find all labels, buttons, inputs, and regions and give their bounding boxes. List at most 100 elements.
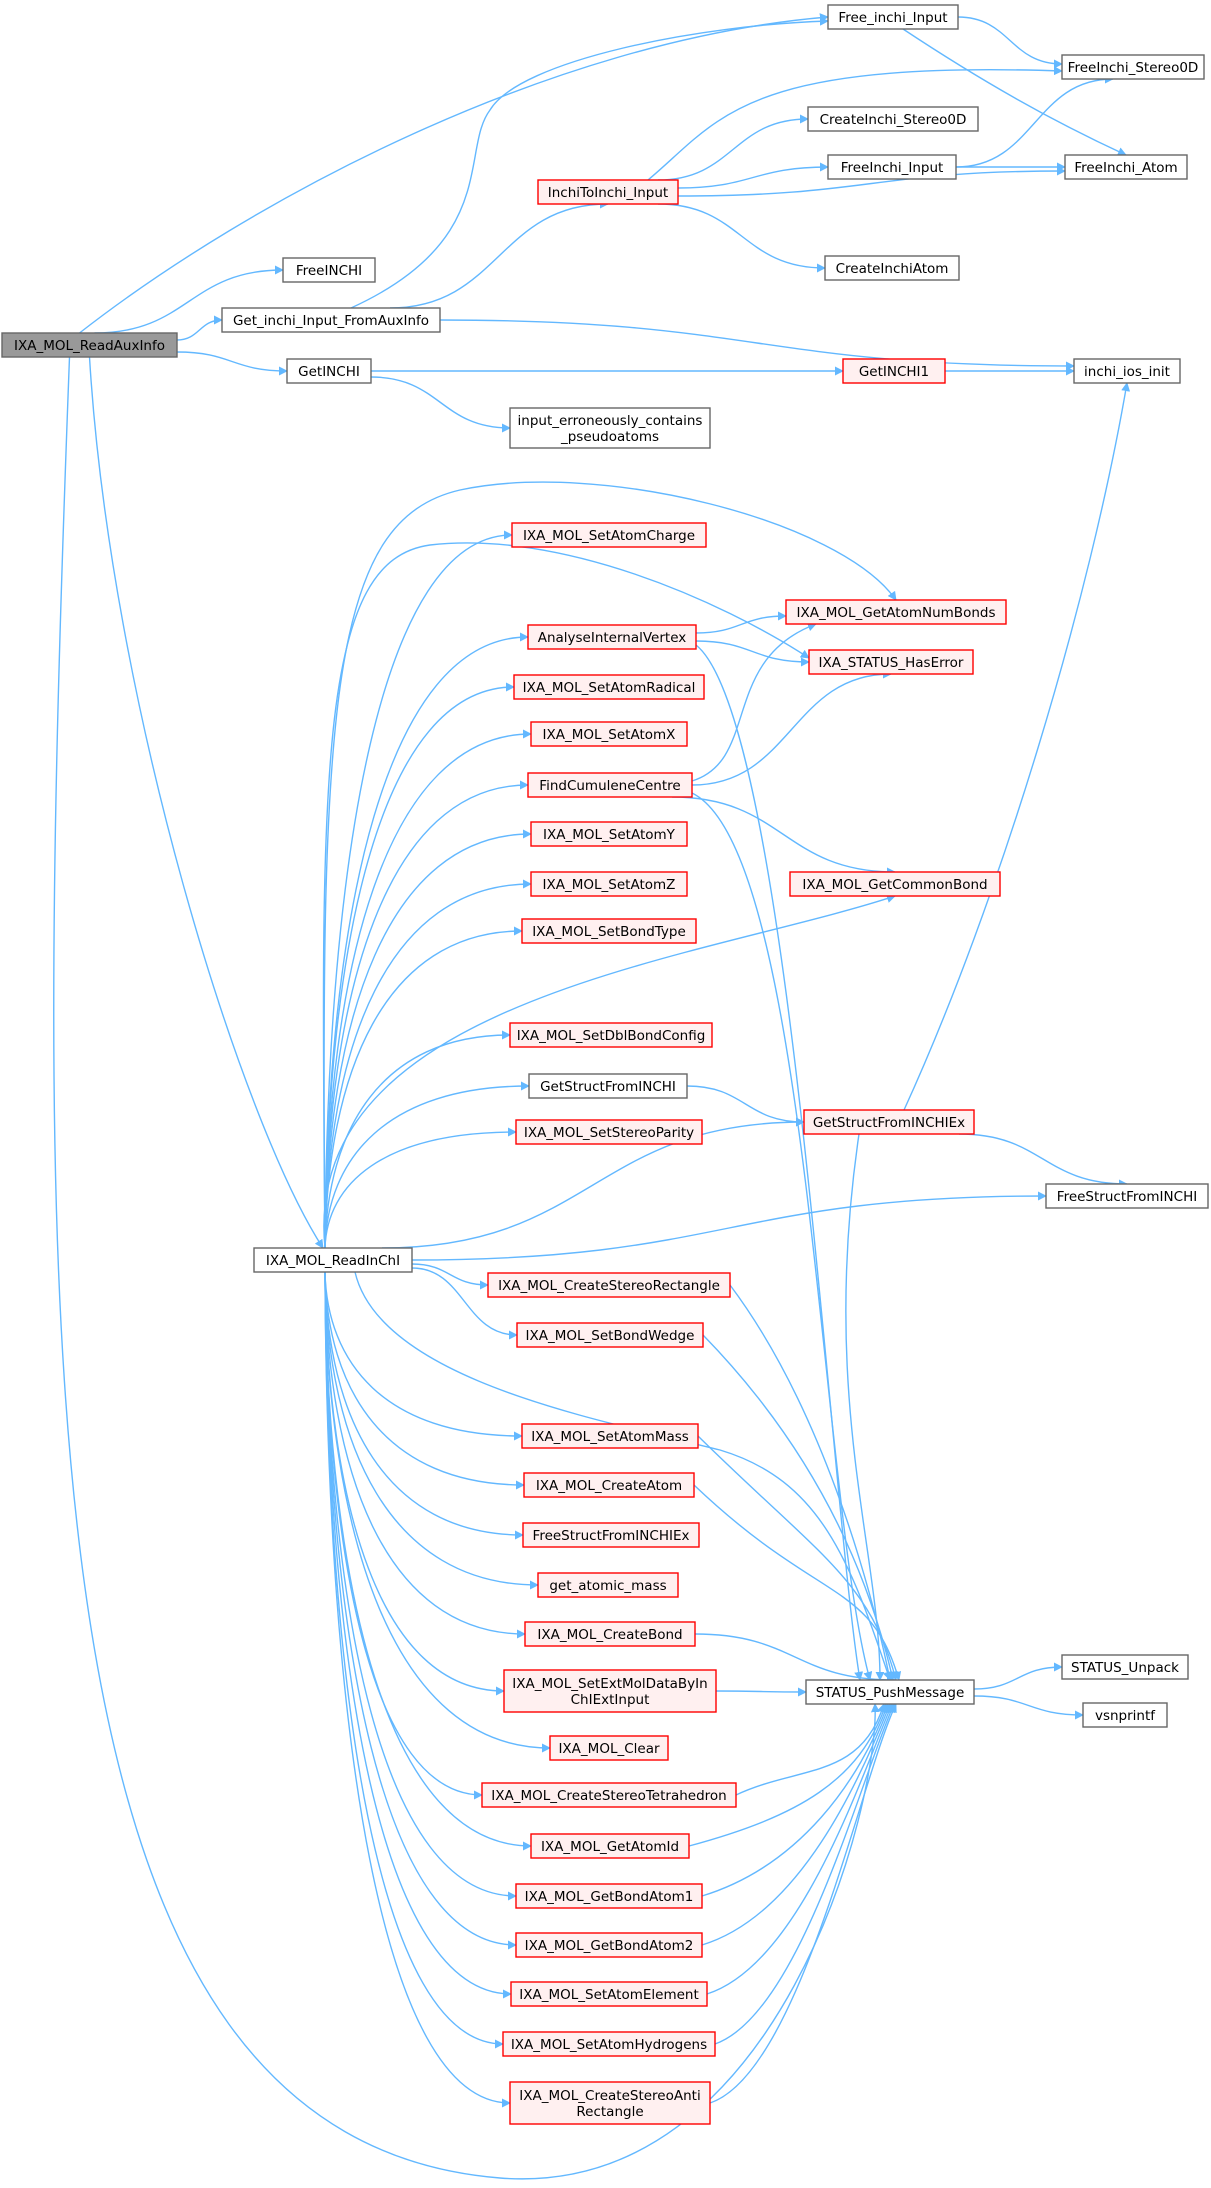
- node-label: IXA_MOL_SetAtomMass: [531, 1429, 689, 1445]
- node-setatomz[interactable]: IXA_MOL_SetAtomZ: [530, 871, 688, 897]
- node-box: [530, 1833, 690, 1859]
- node-setatomhydrogens[interactable]: IXA_MOL_SetAtomHydrogens: [502, 2031, 716, 2057]
- node-inchi-ios-init[interactable]: inchi_ios_init: [1073, 358, 1181, 384]
- node-status-haserror[interactable]: IXA_STATUS_HasError: [808, 649, 974, 675]
- node-getinchi[interactable]: GetINCHI: [286, 358, 372, 384]
- node-setbondtype[interactable]: IXA_MOL_SetBondType: [521, 918, 697, 944]
- node-analyseinternalvertex[interactable]: AnalyseInternalVertex: [527, 624, 697, 650]
- edge-readinchi-setatomz: [324, 879, 532, 1249]
- node-box: [286, 358, 372, 384]
- node-freeinchi-stereo0d[interactable]: FreeInchi_Stereo0D: [1061, 54, 1205, 80]
- node-setatomradical[interactable]: IXA_MOL_SetAtomRadical: [513, 674, 705, 700]
- node-createinchi-stereo0d[interactable]: CreateInchi_Stereo0D: [807, 106, 979, 132]
- node-get-atomic-mass[interactable]: get_atomic_mass: [537, 1572, 679, 1598]
- node-getatomnumbonds[interactable]: IXA_MOL_GetAtomNumBonds: [785, 599, 1007, 625]
- node-status-pushmessage[interactable]: STATUS_PushMessage: [805, 1679, 975, 1705]
- node-box: [549, 1735, 669, 1761]
- node-freestructfrominchi[interactable]: FreeStructFromINCHI: [1045, 1183, 1209, 1209]
- edge-setatommass-pushmessage: [697, 1435, 899, 1681]
- node-root[interactable]: IXA_MOL_ReadAuxInfo: [1, 332, 178, 358]
- edge-root-freeinchi: [94, 265, 284, 334]
- node-setatomcharge[interactable]: IXA_MOL_SetAtomCharge: [511, 522, 707, 548]
- node-readinchi[interactable]: IXA_MOL_ReadInChI: [253, 1247, 413, 1273]
- node-getinchi1[interactable]: GetINCHI1: [842, 358, 946, 384]
- edge-i2i-freeinchi_input: [677, 162, 829, 189]
- node-box: [521, 918, 697, 944]
- node-label: InchiToInchi_Input: [548, 185, 668, 201]
- node-freeinchi-input[interactable]: FreeInchi_Input: [827, 154, 957, 180]
- node-label: IXA_MOL_SetAtomZ: [543, 877, 676, 893]
- node-findcumulenecentre[interactable]: FindCumuleneCentre: [527, 772, 693, 798]
- node-box: [827, 4, 959, 30]
- node-free-inchi-input[interactable]: Free_inchi_Input: [827, 4, 959, 30]
- edge-readinchi-setatommass: [324, 1271, 523, 1441]
- node-label: IXA_MOL_CreateBond: [537, 1627, 682, 1643]
- edge-readinchi-pushmessage: [354, 1271, 892, 1681]
- node-clear[interactable]: IXA_MOL_Clear: [549, 1735, 669, 1761]
- node-box: [807, 106, 979, 132]
- node-setatomx[interactable]: IXA_MOL_SetAtomX: [530, 721, 688, 747]
- node-setdblbondconfig[interactable]: IXA_MOL_SetDblBondConfig: [509, 1022, 713, 1048]
- node-getstructfrominchi[interactable]: GetStructFromINCHI: [528, 1073, 688, 1099]
- node-vsnprintf[interactable]: vsnprintf: [1082, 1702, 1168, 1728]
- edge-readinchi-analyseinternalvertex: [324, 632, 529, 1249]
- edge-fcc-haserror: [691, 669, 892, 786]
- node-label: CreateInchi_Stereo0D: [820, 112, 967, 128]
- node-freeinchi-atom[interactable]: FreeInchi_Atom: [1064, 154, 1188, 180]
- edge-setatomelement-pushmessage: [706, 1703, 894, 1995]
- node-label: IXA_MOL_GetAtomId: [541, 1839, 679, 1855]
- node-label: FreeInchi_Stereo0D: [1068, 60, 1199, 76]
- node-freestructfrominchiex[interactable]: FreeStructFromINCHIEx: [522, 1522, 700, 1548]
- node-box: [527, 772, 693, 798]
- edge-readinchi-setatomhydrogens: [324, 1271, 504, 2049]
- node-setatomelement[interactable]: IXA_MOL_SetAtomElement: [510, 1981, 708, 2007]
- node-createinchiatom[interactable]: CreateInchiAtom: [824, 255, 960, 281]
- node-status-unpack[interactable]: STATUS_Unpack: [1061, 1654, 1189, 1680]
- node-getbondatom1[interactable]: IXA_MOL_GetBondAtom1: [515, 1883, 703, 1909]
- node-label: FreeStructFromINCHIEx: [533, 1528, 690, 1544]
- node-label: input_erroneously_contains: [518, 413, 703, 429]
- node-label: IXA_MOL_SetAtomY: [543, 827, 676, 843]
- node-createstereorectangle[interactable]: IXA_MOL_CreateStereoRectangle: [487, 1272, 731, 1298]
- edge-readinchi-setdblbondconfig: [324, 1030, 511, 1249]
- node-createstereotetrahedron[interactable]: IXA_MOL_CreateStereoTetrahedron: [481, 1782, 737, 1808]
- edge-getbondatom2-pushmessage: [701, 1703, 892, 1946]
- node-getcommonbond[interactable]: IXA_MOL_GetCommonBond: [789, 871, 1001, 897]
- edge-readinchi-get_atomic_mass: [324, 1271, 539, 1590]
- node-label: Free_inchi_Input: [838, 10, 947, 26]
- node-box: [1061, 1654, 1189, 1680]
- node-input-erroneously[interactable]: input_erroneously_contains_pseudoatoms: [509, 407, 711, 449]
- edge-getbondatom1-pushmessage: [701, 1703, 890, 1897]
- node-box: [530, 821, 688, 847]
- node-setstereoparity[interactable]: IXA_MOL_SetStereoParity: [515, 1119, 703, 1145]
- node-setatommass[interactable]: IXA_MOL_SetAtomMass: [521, 1423, 699, 1449]
- node-box: [487, 1272, 731, 1298]
- node-box: [803, 1109, 975, 1135]
- node-label: IXA_MOL_GetCommonBond: [802, 877, 987, 893]
- node-inchitoinchi-input[interactable]: InchiToInchi_Input: [537, 179, 679, 205]
- node-getstructfrominchiex[interactable]: GetStructFromINCHIEx: [803, 1109, 975, 1135]
- node-label: Get_inchi_Input_FromAuxInfo: [233, 313, 429, 329]
- edge-getinchi-input_err: [370, 376, 511, 433]
- node-box: [511, 522, 707, 548]
- node-setbondwedge[interactable]: IXA_MOL_SetBondWedge: [516, 1322, 704, 1348]
- node-label: GetINCHI1: [859, 364, 929, 380]
- node-label: IXA_MOL_SetAtomHydrogens: [511, 2037, 707, 2053]
- node-freeinchi[interactable]: FreeINCHI: [282, 257, 376, 283]
- edge-readinchi-setatomcharge: [324, 530, 513, 1249]
- node-get-inchi-input-fromauxinfo[interactable]: Get_inchi_Input_FromAuxInfo: [221, 307, 441, 333]
- node-createatom[interactable]: IXA_MOL_CreateAtom: [523, 1472, 695, 1498]
- node-getatomid[interactable]: IXA_MOL_GetAtomId: [530, 1833, 690, 1859]
- node-label: STATUS_Unpack: [1071, 1660, 1179, 1676]
- node-box: [1082, 1702, 1168, 1728]
- node-createbond[interactable]: IXA_MOL_CreateBond: [524, 1621, 696, 1647]
- node-getbondatom2[interactable]: IXA_MOL_GetBondAtom2: [515, 1932, 703, 1958]
- node-box: [523, 1472, 695, 1498]
- node-box: [1064, 154, 1188, 180]
- node-label: IXA_MOL_CreateStereoAnti: [519, 2088, 700, 2104]
- edge-setextmol-pushmessage: [715, 1687, 807, 1697]
- node-setatomy[interactable]: IXA_MOL_SetAtomY: [530, 821, 688, 847]
- node-label: IXA_MOL_SetAtomX: [543, 727, 676, 743]
